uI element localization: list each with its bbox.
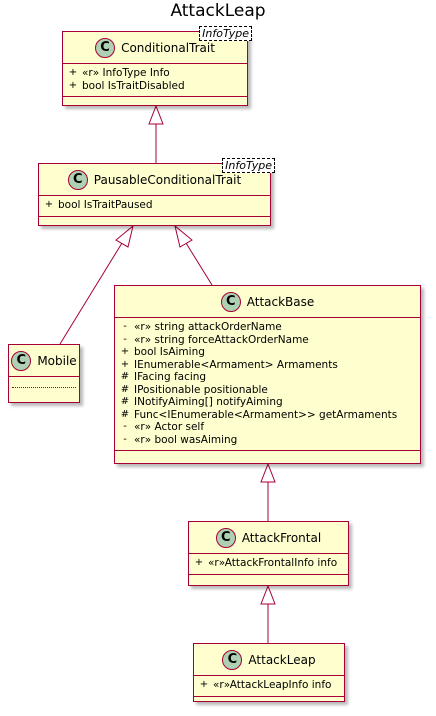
class-members: -«r» string attackOrderName -«r» string …: [115, 318, 420, 451]
class-members: + «r»AttackFrontalInfo info: [189, 554, 348, 575]
class-stereotype-icon: C: [215, 527, 236, 548]
member-text: «r»AttackLeapInfo info: [213, 679, 332, 691]
visibility-icon: +: [199, 679, 209, 690]
class-name: PausableConditionalTrait: [93, 172, 242, 187]
visibility-icon: -: [123, 421, 127, 432]
generic-parameter: InfoType: [199, 26, 252, 41]
class-members: + bool IsTraitPaused: [39, 196, 270, 217]
visibility-icon: #: [120, 371, 130, 382]
class-members: + «r» InfoType Info + bool IsTraitDisabl…: [63, 64, 247, 97]
class-stereotype-icon: C: [222, 649, 243, 670]
member-text: IFacing facing: [134, 371, 207, 383]
inheritance-arrowhead: [260, 584, 276, 605]
member: + bool IsTraitDisabled: [63, 80, 247, 93]
member: + «r»AttackLeapInfo info: [194, 679, 344, 692]
visibility-icon: #: [120, 396, 130, 407]
member: + «r» InfoType Info: [63, 67, 247, 80]
class-members: + «r»AttackLeapInfo info: [194, 676, 344, 697]
class-mobile[interactable]: C Mobile: [8, 344, 80, 403]
member-text: Func<IEnumerable<Armament>> getArmaments: [134, 408, 398, 421]
class-name: Mobile: [37, 353, 77, 368]
member: + «r»AttackFrontalInfo info: [189, 557, 348, 570]
class-stereotype-icon: C: [220, 291, 241, 312]
class-header: C PausableConditionalTrait InfoType: [39, 158, 275, 196]
class-name: AttackLeap: [248, 652, 316, 667]
inheritance-arrowhead: [115, 224, 134, 248]
class-header: C Mobile: [9, 345, 79, 377]
member-text: bool IsAiming: [134, 346, 205, 358]
visibility-icon: -: [123, 321, 127, 332]
class-header: C ConditionalTrait InfoType: [63, 26, 252, 64]
member-text: «r» Actor self: [134, 421, 205, 433]
class-header: C AttackLeap: [194, 644, 344, 676]
generic-parameter: InfoType: [222, 158, 275, 173]
member: + bool IsAiming: [115, 346, 420, 359]
empty-fields-compartment: [12, 377, 76, 388]
visibility-icon: -: [123, 333, 127, 345]
member-text: «r» bool wasAiming: [134, 433, 238, 446]
class-pausable-conditional-trait[interactable]: C PausableConditionalTrait InfoType + bo…: [38, 158, 275, 226]
visibility-icon: #: [120, 408, 130, 420]
member-text: «r» InfoType Info: [82, 67, 170, 79]
relation-mobile-to-pausable: [59, 242, 123, 345]
member-text: INotifyAiming[] notifyAiming: [134, 396, 283, 408]
class-attack-base[interactable]: C AttackBase -«r» string attackOrderName…: [114, 285, 421, 464]
member-text: bool IsTraitPaused: [58, 199, 153, 211]
visibility-icon: +: [44, 199, 54, 210]
member: -«r» Actor self: [115, 421, 420, 434]
visibility-icon: +: [120, 346, 130, 357]
class-name: ConditionalTrait: [121, 40, 215, 55]
member: # Func<IEnumerable<Armament>> getArmament…: [115, 409, 420, 422]
member-text: «r» string forceAttackOrderName: [134, 333, 309, 346]
member-text: IEnumerable<Armament> Armaments: [134, 358, 338, 371]
member: # IPositionable positionable: [115, 384, 420, 397]
member-text: bool IsTraitDisabled: [82, 79, 185, 92]
inheritance-arrowhead: [174, 224, 193, 248]
member: + IEnumerable<Armament> Armaments: [115, 359, 420, 372]
member: + bool IsTraitPaused: [39, 199, 270, 212]
class-conditional-trait[interactable]: C ConditionalTrait InfoType + «r» InfoTy…: [62, 26, 252, 106]
class-stereotype-icon: C: [95, 37, 116, 58]
diagram-title: AttackLeap: [170, 1, 266, 21]
class-stereotype-icon: C: [11, 350, 32, 371]
member-text: IPositionable positionable: [134, 383, 268, 396]
visibility-icon: +: [68, 67, 78, 78]
visibility-icon: +: [120, 358, 130, 370]
visibility-icon: -: [123, 433, 127, 445]
visibility-icon: +: [194, 557, 204, 568]
member: -«r» string attackOrderName: [115, 321, 420, 334]
class-name: AttackFrontal: [241, 530, 322, 545]
class-attack-frontal[interactable]: C AttackFrontal + «r»AttackFrontalInfo in…: [188, 521, 349, 586]
inheritance-arrowhead: [148, 104, 164, 125]
class-header: C AttackFrontal: [189, 522, 348, 554]
member: # INotifyAiming[] notifyAiming: [115, 396, 420, 409]
member-text: «r» string attackOrderName: [134, 321, 282, 333]
visibility-icon: #: [120, 383, 130, 395]
class-stereotype-icon: C: [67, 169, 88, 190]
member: -«r» bool wasAiming: [115, 434, 420, 447]
inheritance-arrowhead: [260, 462, 276, 483]
class-attack-leap[interactable]: C AttackLeap + «r»AttackLeapInfo info: [193, 643, 345, 702]
member-text: «r»AttackFrontalInfo info: [208, 557, 338, 569]
visibility-icon: +: [68, 79, 78, 91]
member: # IFacing facing: [115, 371, 420, 384]
class-name: AttackBase: [246, 294, 315, 309]
class-header: C AttackBase: [115, 286, 420, 318]
member: -«r» string forceAttackOrderName: [115, 334, 420, 347]
relation-attackbase-to-pausable: [185, 242, 213, 286]
